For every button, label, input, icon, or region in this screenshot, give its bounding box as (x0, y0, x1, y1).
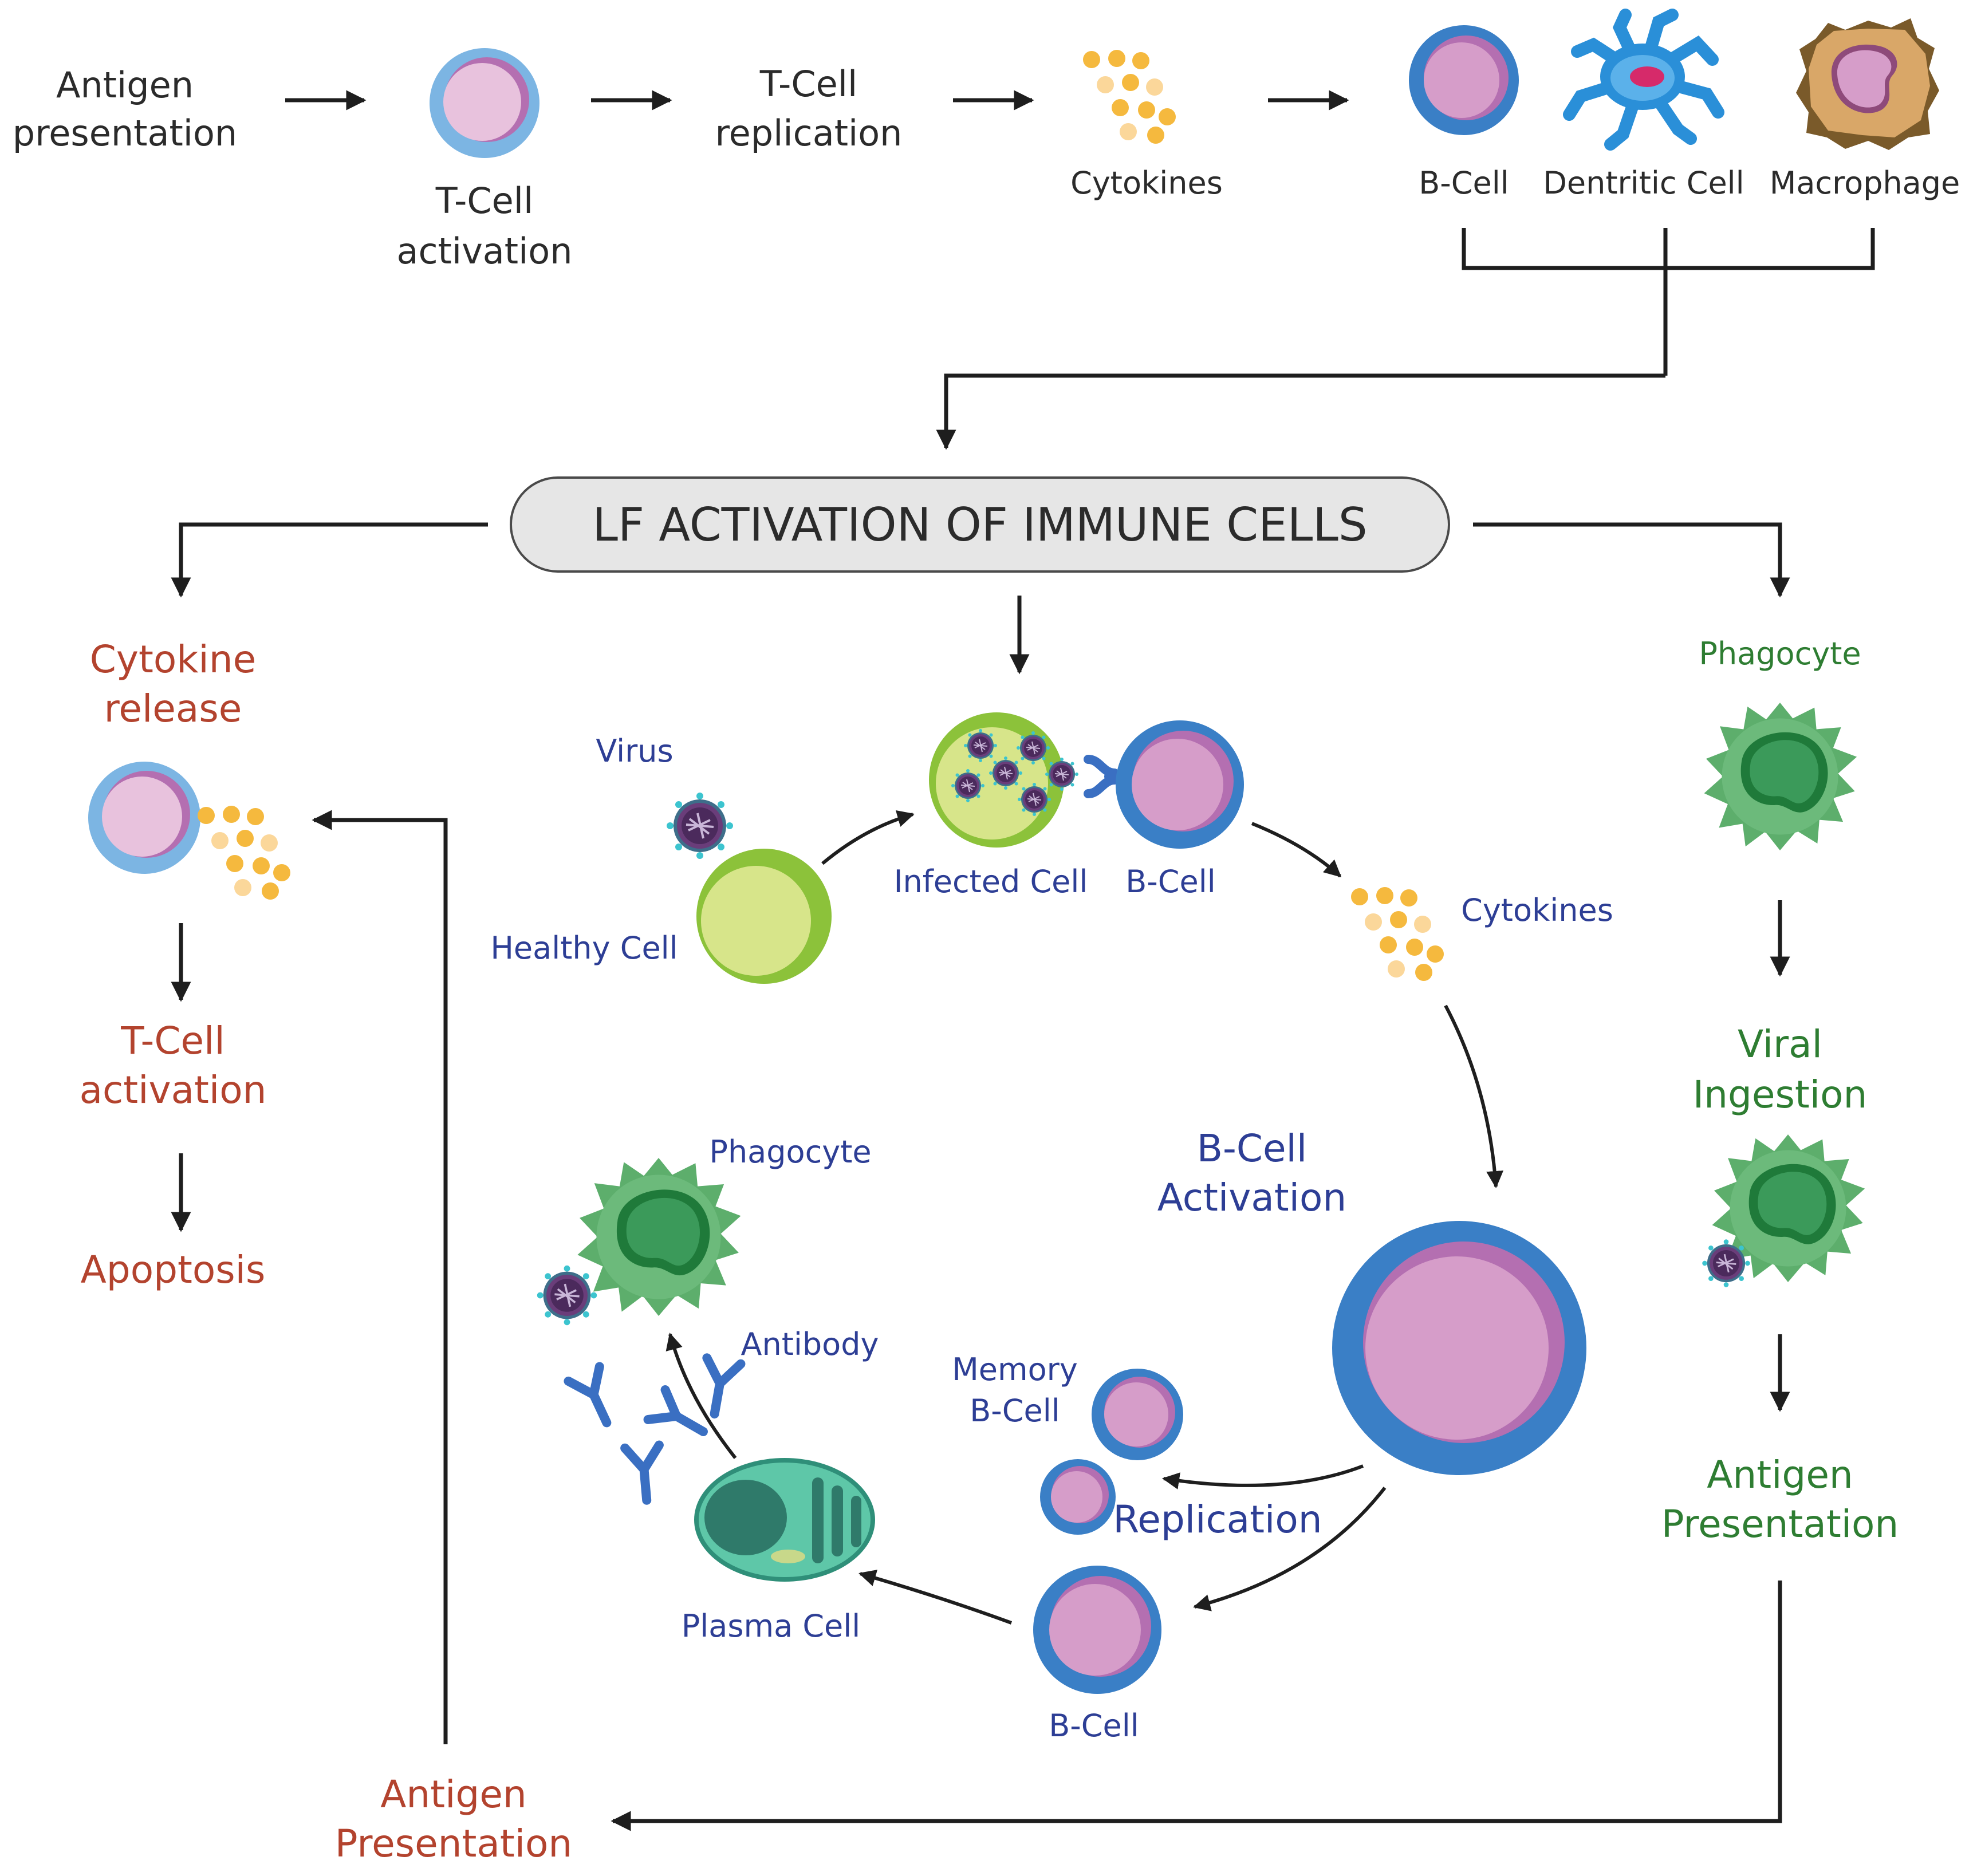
memory-bcell-label-1: Memory (952, 1351, 1078, 1388)
plasma-cell-label: Plasma Cell (682, 1608, 861, 1644)
arrow-cytokines-to-activation (1444, 1004, 1504, 1188)
arrow-bcell-to-plasma (858, 1570, 1013, 1625)
center-phagocyte-virus-icon (535, 1264, 598, 1326)
top-bcell-label: B-Cell (1419, 165, 1509, 201)
memory-bcell-icon-2 (1040, 1459, 1116, 1535)
macrophage-icon (1796, 18, 1939, 150)
left-tcell-activation-label-1: T-Cell (120, 1019, 225, 1063)
center-cytokines-label: Cytokines (1461, 892, 1613, 928)
antibody-icon-4 (625, 1445, 664, 1502)
title-box-text: LF ACTIVATION OF IMMUNE CELLS (592, 498, 1367, 551)
arrow-activated-to-bcell (1193, 1487, 1387, 1611)
bottom-antigen-presentation-label-1: Antigen (380, 1772, 527, 1816)
top-antigen-presentation-label-2: presentation (13, 112, 237, 154)
bottom-bcell-icon (1033, 1566, 1161, 1694)
antibody-label: Antibody (741, 1326, 879, 1362)
virus-icon (665, 791, 734, 860)
arrow-healthy-to-infected (821, 810, 915, 865)
top-tcell-activation-label-1: T-Cell (435, 180, 533, 222)
bottom-antigen-presentation-label-2: Presentation (335, 1822, 573, 1866)
cytokine-release-label-2: release (104, 687, 242, 731)
dendritic-cell-label: Dentritic Cell (1543, 165, 1744, 201)
top-cytokines-icon (1083, 50, 1176, 144)
apoptosis-label: Apoptosis (81, 1248, 266, 1292)
arrow-title-to-right (1473, 522, 1790, 598)
arrow-bottom-to-cytokine-release (312, 810, 448, 1744)
cytokine-release-tcell-icon (88, 762, 200, 874)
top-tcell-replication-label-2: replication (715, 112, 903, 154)
healthy-cell-icon (696, 849, 832, 984)
arrow-to-title-box (936, 373, 1665, 450)
arrow-title-to-left (171, 522, 488, 598)
antibody-icon-2 (648, 1390, 712, 1447)
replication-label: Replication (1113, 1497, 1322, 1542)
infected-cell-label: Infected Cell (894, 864, 1088, 900)
left-tcell-activation-label-2: activation (80, 1068, 267, 1112)
center-bcell-icon (1116, 720, 1244, 849)
memory-bcell-icon-1 (1092, 1369, 1183, 1460)
top-bcell-icon (1409, 25, 1519, 135)
arrow-bcell-to-cytokines (1251, 822, 1342, 878)
ingested-virus-icon (1701, 1238, 1751, 1288)
top-tcell-activation-label-2: activation (396, 230, 572, 272)
right-antigen-presentation-label-2: Presentation (1661, 1502, 1899, 1546)
center-bcell-label: B-Cell (1125, 864, 1215, 900)
center-cytokines-icon (1351, 887, 1444, 981)
bracket-connector (1462, 228, 1875, 270)
bcell-activation-label-1: B-Cell (1197, 1126, 1307, 1170)
top-antigen-presentation-label-1: Antigen (56, 64, 194, 106)
healthy-cell-label: Healthy Cell (490, 930, 678, 966)
bottom-bcell-label: B-Cell (1049, 1708, 1139, 1744)
cytokine-release-label-1: Cytokine (90, 637, 256, 681)
memory-bcell-label-2: B-Cell (970, 1393, 1060, 1429)
center-phagocyte-icon (577, 1158, 741, 1316)
activated-bcell-icon (1332, 1221, 1586, 1475)
infected-cell-icon (929, 712, 1079, 848)
arrow-right-to-bottom (611, 1581, 1782, 1831)
virus-label: Virus (596, 733, 673, 769)
antibody-icon-1 (568, 1367, 622, 1430)
top-tcell-replication-label-1: T-Cell (759, 63, 857, 105)
right-phagocyte-icon (1704, 703, 1857, 850)
plasma-cell-icon (694, 1458, 875, 1582)
right-antigen-presentation-label-1: Antigen (1707, 1453, 1853, 1497)
top-cytokines-label: Cytokines (1070, 165, 1223, 201)
viral-ingestion-label-1: Viral (1738, 1022, 1822, 1066)
antibody-icon-3 (698, 1358, 741, 1417)
viral-ingestion-label-2: Ingestion (1693, 1073, 1868, 1117)
arrow-activated-to-memory (1162, 1464, 1364, 1489)
cytokine-release-particles (198, 806, 290, 900)
title-box (510, 476, 1450, 573)
tcell-activation-icon (430, 48, 539, 158)
center-phagocyte-label: Phagocyte (709, 1134, 871, 1170)
bcell-activation-label-2: Activation (1157, 1176, 1346, 1220)
arrow-plasma-to-phagocyte (665, 1333, 737, 1459)
macrophage-label: Macrophage (1770, 165, 1960, 201)
right-phagocyte-label: Phagocyte (1699, 636, 1861, 672)
dendritic-cell-icon (1563, 9, 1724, 151)
